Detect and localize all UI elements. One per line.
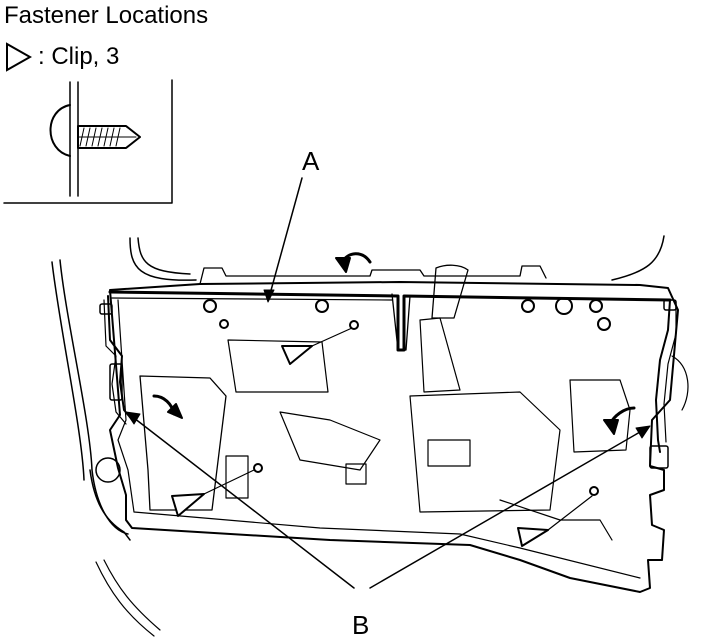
cable-a	[99, 290, 689, 469]
release-arrows	[152, 252, 636, 435]
clip-triangle-icon	[6, 42, 32, 72]
clip-legend-text: : Clip, 3	[38, 43, 120, 70]
clip-marker-1	[281, 345, 313, 365]
callout-a-label: A	[302, 146, 320, 176]
clip-detail-inset	[3, 79, 173, 204]
clip-marker-3	[517, 527, 549, 547]
door-panel	[109, 264, 679, 593]
diagram-title: Fastener Locations	[4, 2, 209, 29]
clip-marker-2	[171, 493, 205, 517]
callout-b-label: B	[352, 610, 369, 640]
door-frame	[51, 235, 665, 637]
clip-legend: : Clip, 3	[4, 42, 119, 72]
clip-markers	[171, 327, 593, 547]
callouts: A B	[125, 146, 651, 640]
